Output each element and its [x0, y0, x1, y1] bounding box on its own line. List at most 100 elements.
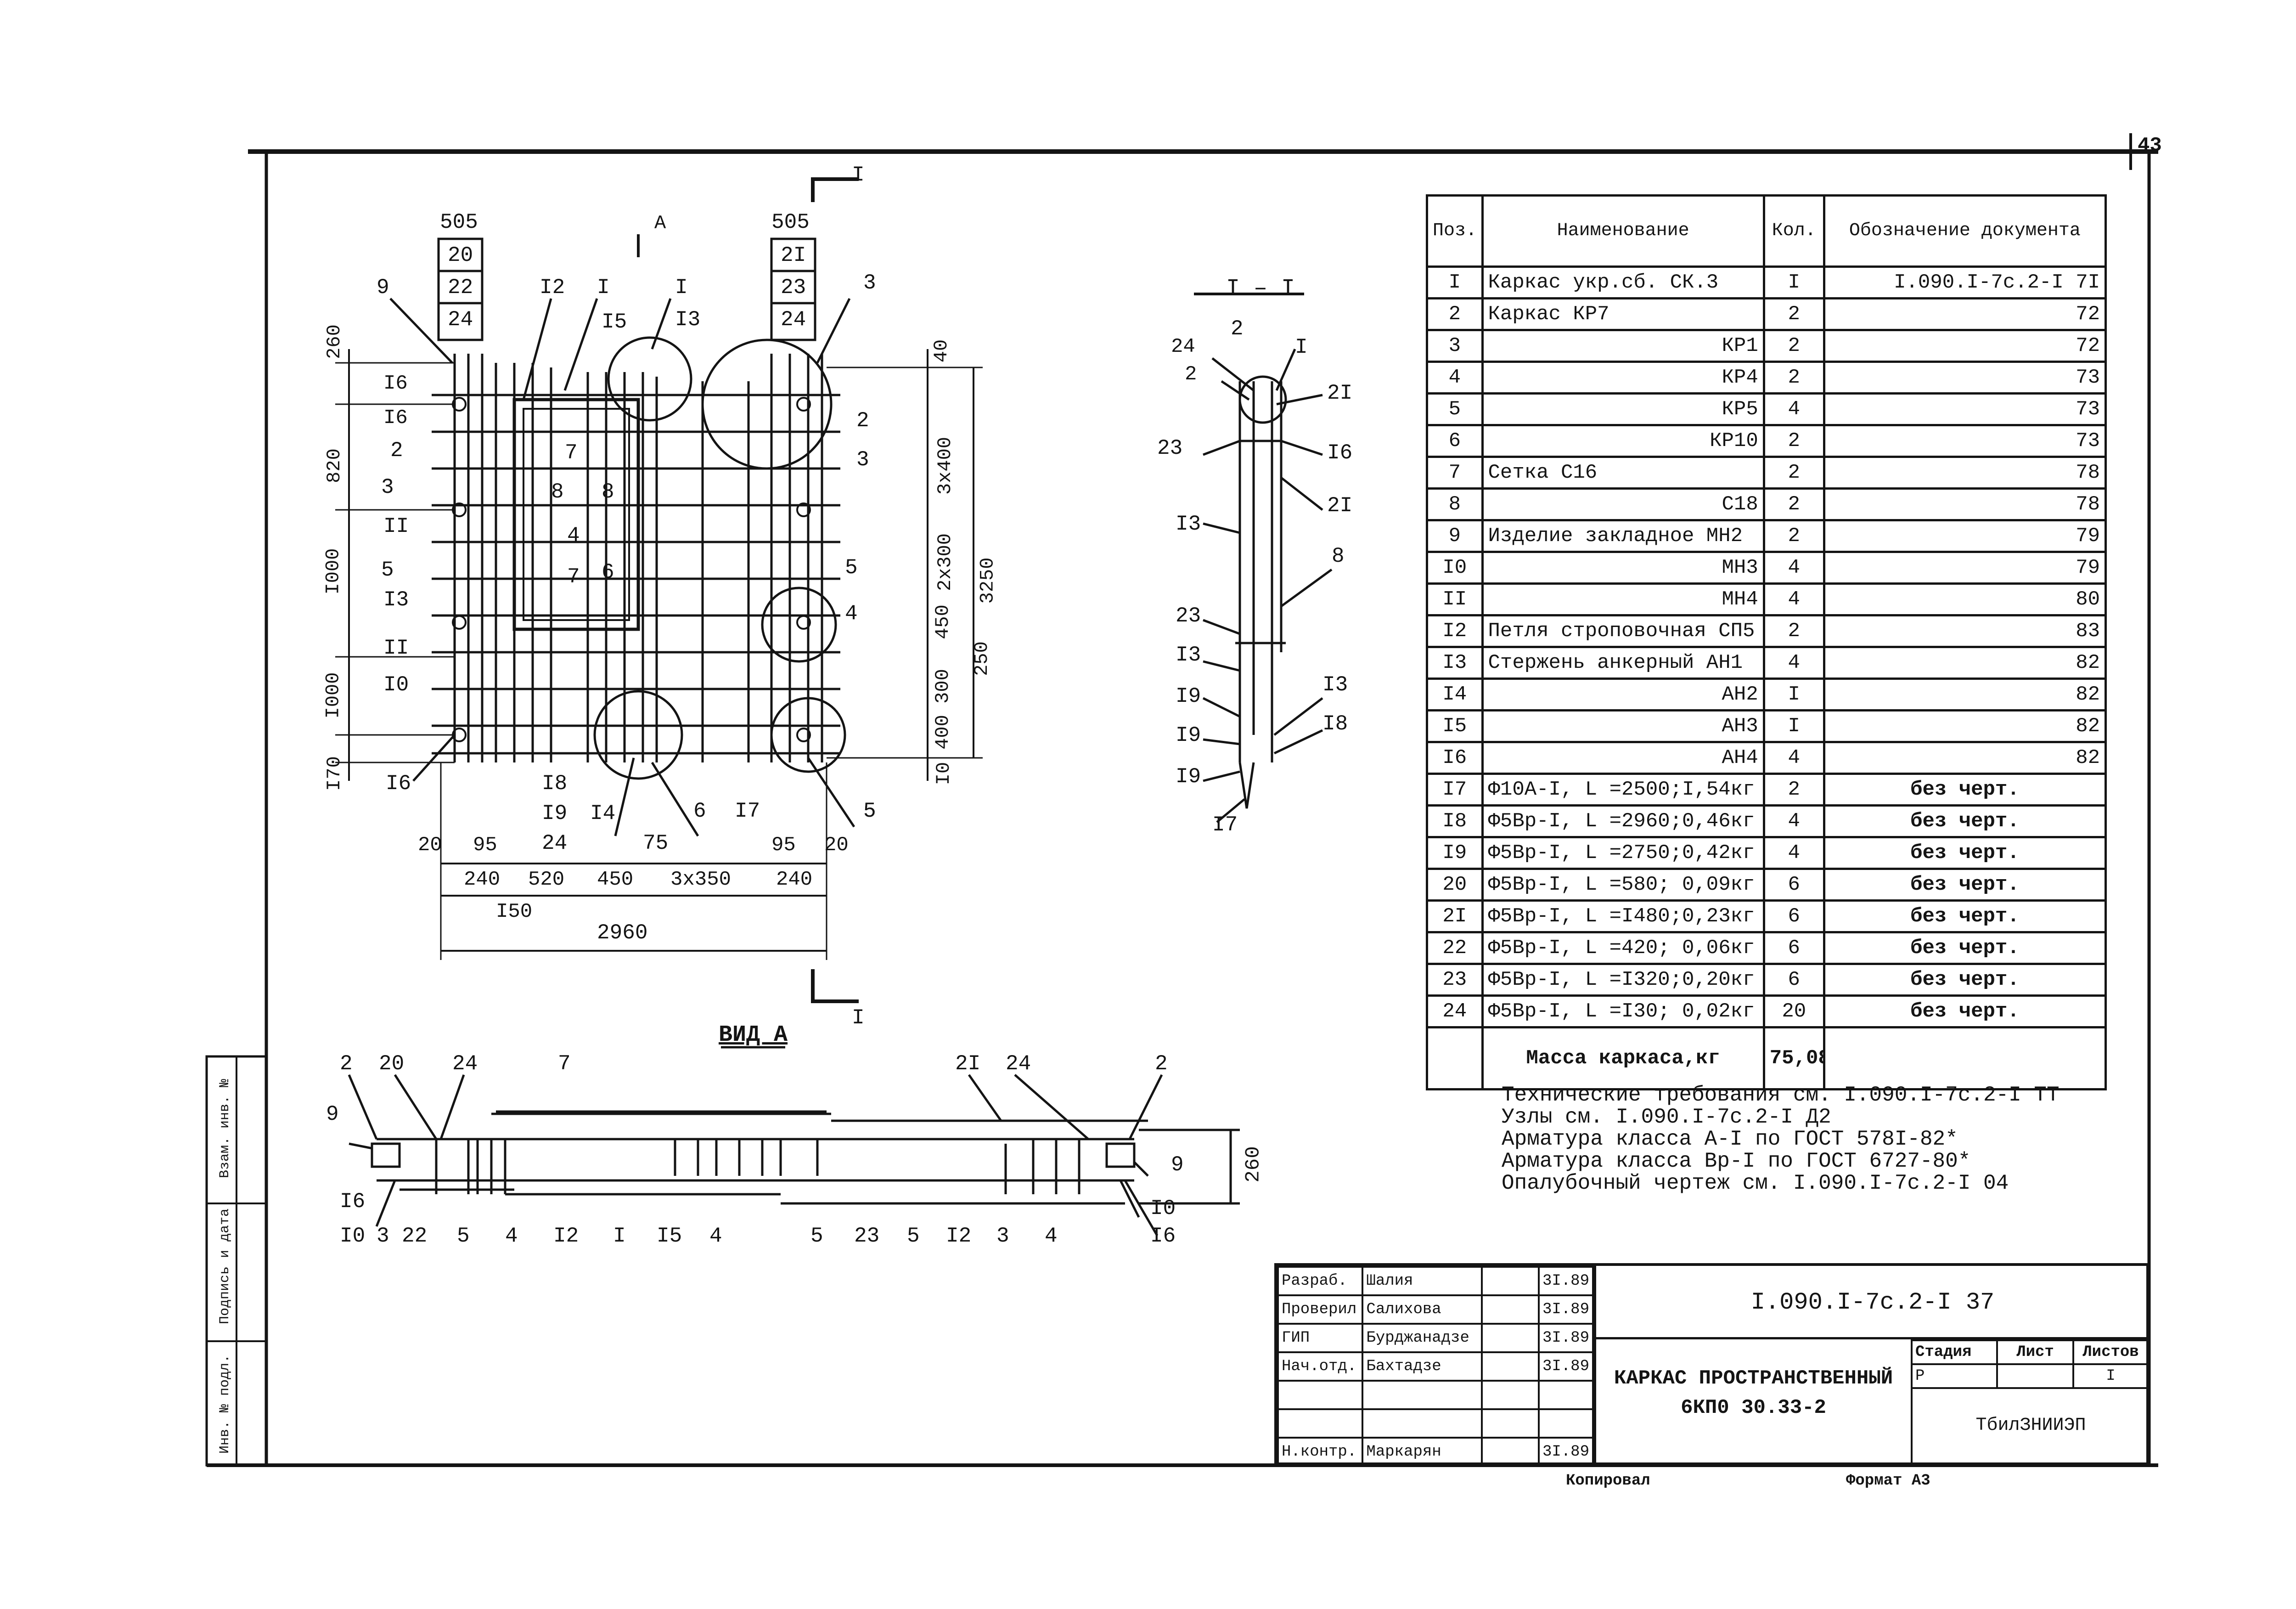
signature-date: 3I.89 [1537, 1323, 1594, 1353]
signature-mark [1481, 1323, 1540, 1353]
spec-name: Изделие закладное МН2 [1481, 519, 1765, 553]
plan-inner-label: 4 [845, 602, 858, 626]
drawing-title-line2: 6КП0 30.33-2 [1681, 1396, 1826, 1419]
plan-top-callout: I2 [540, 276, 565, 299]
signature-role: ГИП [1277, 1323, 1364, 1353]
view-a-bottom-label: 5 [457, 1224, 470, 1248]
spec-qty: 6 [1762, 899, 1825, 933]
spec-doc: 73 [1823, 361, 2107, 395]
spec-name: Каркас КР7 [1481, 297, 1765, 331]
signature-mark [1481, 1266, 1540, 1296]
plan-bottom-label: I7 [735, 799, 760, 823]
spec-qty: 2 [1762, 519, 1825, 553]
spec-qty: I [1762, 677, 1825, 711]
section-label: I3 [1176, 643, 1201, 667]
view-a-bottom-label: 4 [709, 1224, 722, 1248]
signature-mark [1481, 1380, 1540, 1410]
spec-name: МН4 [1481, 582, 1765, 616]
view-a-top-label: 24 [1006, 1052, 1031, 1076]
view-a-top-label: 20 [379, 1052, 405, 1076]
section-label: I6 [1327, 441, 1353, 465]
section-label: 2I [1327, 381, 1353, 405]
signature-date: 3I.89 [1537, 1266, 1594, 1296]
view-a-side-label: I0 [1150, 1197, 1176, 1220]
signature-row [1277, 1408, 1594, 1439]
stage-value: Р [1911, 1363, 1998, 1389]
spec-doc: 78 [1823, 456, 2107, 490]
spec-qty: 4 [1762, 741, 1825, 775]
technical-notes: Технические требования см. I.090.I-7c.2-… [1502, 1084, 2060, 1194]
section-label: I3 [1322, 673, 1348, 697]
signature-date: 3I.89 [1537, 1294, 1594, 1325]
spec-pos: 5 [1426, 392, 1484, 426]
spec-pos: I7 [1426, 773, 1484, 807]
view-a-top-label: 2 [1155, 1052, 1168, 1076]
plan-left-label: I3 [383, 588, 409, 612]
spec-name: Φ5Вр-I, L =I30; 0,02кг [1481, 994, 1765, 1028]
section-label: I9 [1176, 723, 1201, 747]
plan-top-callout: 3 [863, 271, 876, 295]
view-a-bottom-label: 23 [854, 1224, 880, 1248]
plan-bottom-dim: 95 [771, 834, 796, 857]
spec-name: АН4 [1481, 741, 1765, 775]
spec-doc: без черт. [1823, 868, 2107, 902]
footer-format: Формат А3 [1846, 1472, 1930, 1490]
plan-bottom-dim: 20 [418, 834, 442, 857]
plan-bottom-label: 5 [863, 799, 876, 823]
spec-name: Φ10А-I, L =2500;I,54кг [1481, 773, 1765, 807]
spec-pos: I4 [1426, 677, 1484, 711]
view-a-bottom-label: 3 [377, 1224, 389, 1248]
section-marker-bottom: I [852, 1006, 865, 1030]
spec-name: Φ5Вр-I, L =420; 0,06кг [1481, 931, 1765, 965]
spec-qty: 6 [1762, 868, 1825, 902]
view-a-bottom-label: I2 [946, 1224, 972, 1248]
spec-qty: 4 [1762, 804, 1825, 838]
view-a-bottom-label: 3 [996, 1224, 1009, 1248]
note-line: Опалубочный чертеж см. I.090.I-7c.2-I 04 [1502, 1171, 2009, 1195]
spec-header-doc: Обозначение документа [1823, 194, 2107, 268]
spec-name: С18 [1481, 487, 1765, 521]
view-a-bottom-label: 5 [810, 1224, 823, 1248]
section-label: I3 [1176, 512, 1201, 536]
note-line: Узлы см. I.090.I-7c.2-I Д2 [1502, 1105, 1831, 1129]
signature-name [1362, 1380, 1483, 1410]
view-a-side-label: 9 [326, 1102, 339, 1126]
view-a-bottom-label: 22 [402, 1224, 428, 1248]
plan-bottom-label: I4 [590, 802, 616, 825]
section-label: 8 [1332, 544, 1345, 568]
spec-qty: 4 [1762, 551, 1825, 585]
spec-doc: без черт. [1823, 804, 2107, 838]
spec-pos: 9 [1426, 519, 1484, 553]
spec-header-name: Наименование [1481, 194, 1765, 268]
signature-role: Н.контр. [1277, 1437, 1364, 1467]
spec-pos: I5 [1426, 709, 1484, 743]
sheet-number: 43 [2138, 134, 2162, 157]
signature-role: Разраб. [1277, 1266, 1364, 1296]
spec-name: Φ5Вр-I, L =2750;0,42кг [1481, 836, 1765, 870]
sheet-value [1996, 1363, 2074, 1389]
spec-pos: 22 [1426, 931, 1484, 965]
spec-header-qty: Кол. [1762, 194, 1825, 268]
plan-left-label: I0 [383, 673, 409, 697]
spec-pos: 3 [1426, 329, 1484, 363]
spec-doc: 82 [1823, 677, 2107, 711]
spec-name: КР10 [1481, 424, 1765, 458]
spec-qty: 2 [1762, 297, 1825, 331]
view-a-bottom-label: I0 [340, 1224, 366, 1248]
spec-name: КР1 [1481, 329, 1765, 363]
plan-left-label: 2 [390, 439, 403, 463]
spec-doc: без черт. [1823, 963, 2107, 997]
plan-bottom-dim: 450 [597, 868, 634, 891]
plan-overall-width: 2960 [597, 921, 648, 945]
spec-qty: I [1762, 709, 1825, 743]
